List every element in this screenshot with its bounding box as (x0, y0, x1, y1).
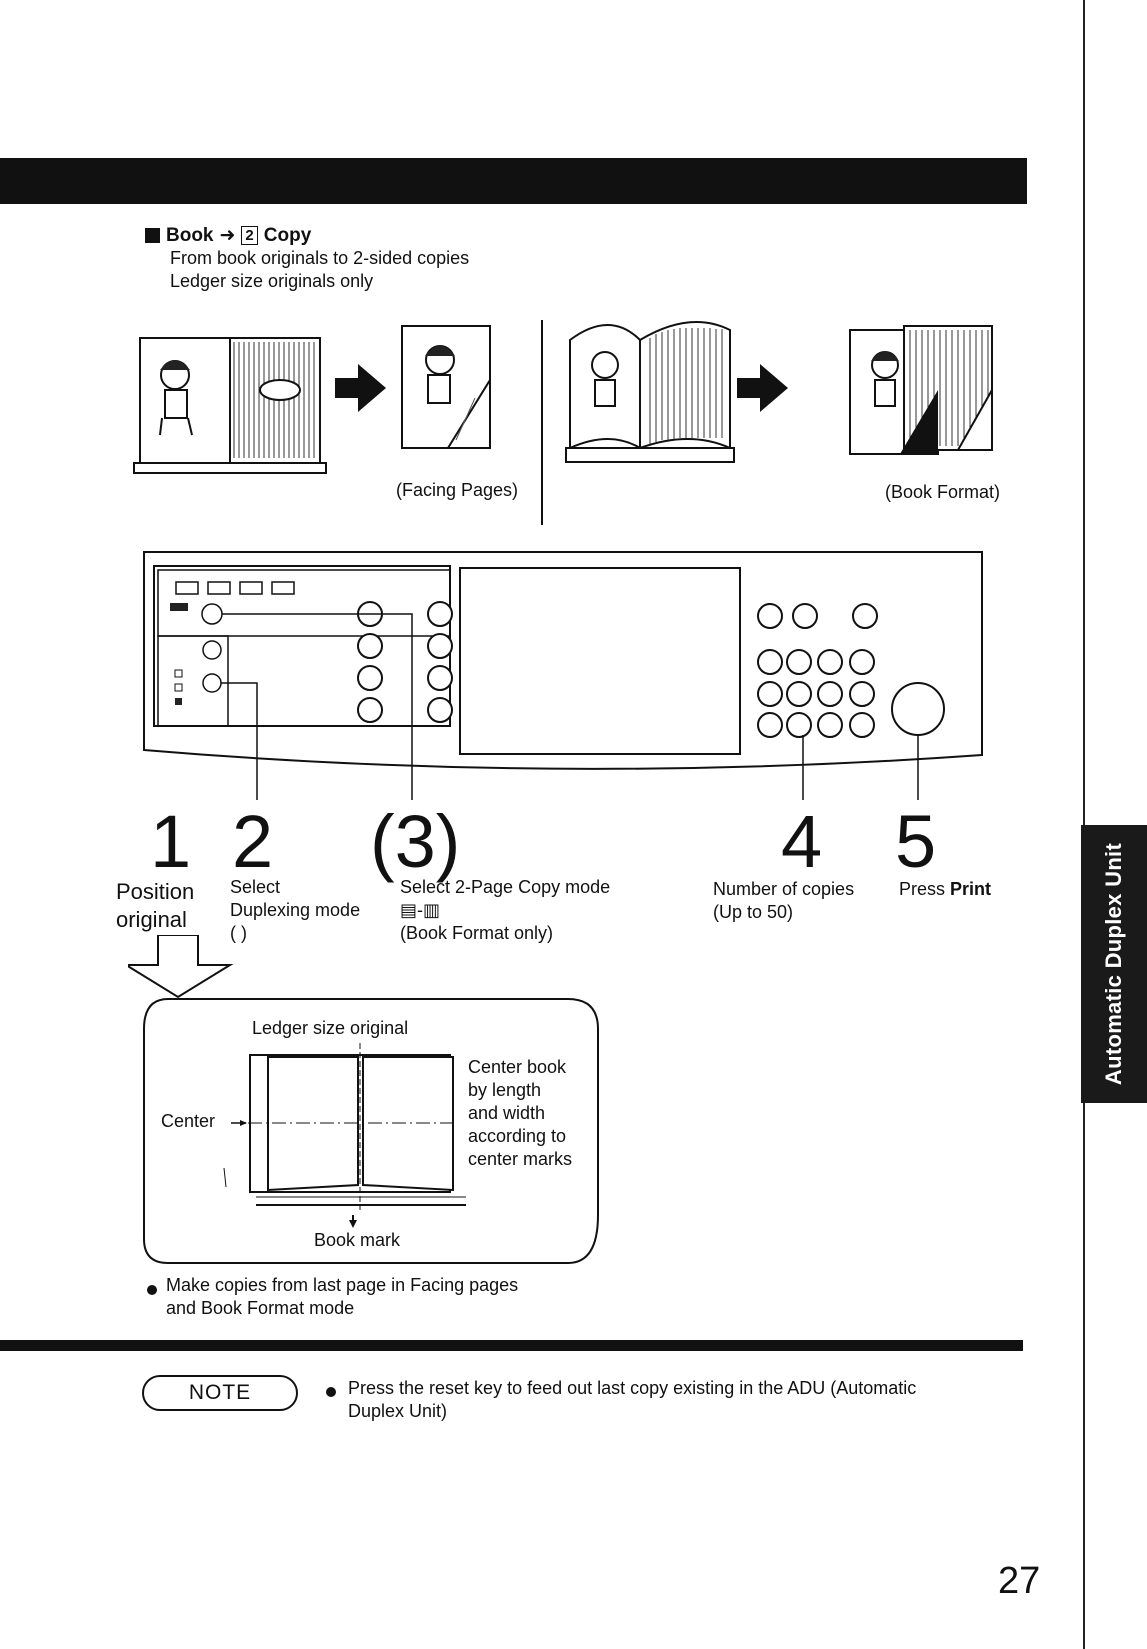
open-book-facing-illustration (133, 337, 327, 474)
right-arrow-icon (737, 364, 788, 412)
touch-display (459, 567, 741, 755)
placement-diagram (128, 935, 599, 1264)
boxed-number: 2 (241, 226, 258, 245)
center-instructions: Center book by length and width accordin… (468, 1057, 573, 1169)
page-edge-rule (1083, 0, 1085, 1649)
bullet-note: Make copies from last page in Facing pag… (166, 1275, 519, 1318)
bullet-icon (326, 1384, 336, 1402)
down-arrow-icon (128, 935, 234, 999)
right-arrow-icon (335, 364, 386, 412)
bottom-rule (0, 1340, 1023, 1351)
book-to-copy-illustration (133, 320, 993, 525)
step-5-text: Press Print (899, 879, 992, 899)
side-tab: Automatic Duplex Unit (1081, 825, 1147, 1103)
open-book-format-illustration (565, 321, 735, 463)
function-keys (357, 601, 453, 723)
duplex-key-icon (202, 673, 222, 693)
center-label: Center (161, 1111, 216, 1131)
title-suffix: Copy (263, 224, 312, 246)
step-number-5: 5 (895, 800, 937, 883)
facing-pages-caption: (Facing Pages) (396, 480, 519, 500)
step-3-text: Select 2-Page Copy mode ▤-▥ (Book Format… (400, 877, 611, 943)
step-number-2: 2 (232, 800, 274, 883)
subtitle-line-1: From book originals to 2-sided copies (170, 248, 470, 268)
arrow-icon: ➜ (219, 225, 236, 246)
step-number-3: (3) (370, 800, 461, 883)
two-page-copy-icon: ▤-▥ (400, 900, 441, 920)
book-format-caption: (Book Format) (885, 482, 1001, 502)
two-sided-copy-illustration (849, 325, 993, 455)
page-number: 27 (998, 1560, 1041, 1602)
note-label: NOTE (142, 1375, 298, 1411)
copy-sheet-illustration (401, 325, 491, 449)
placement-title: Ledger size original (252, 1018, 409, 1038)
mode-key-icons (175, 581, 295, 595)
two-page-key-icon (201, 603, 223, 625)
step-number-1: 1 (150, 800, 192, 883)
step-number-4: 4 (781, 800, 823, 883)
bullet-icon (147, 1282, 157, 1300)
print-key-icon (891, 682, 945, 736)
side-tab-label: Automatic Duplex Unit (1101, 842, 1127, 1086)
book-mark-label: Book mark (314, 1230, 401, 1250)
square-bullet-icon (145, 228, 160, 243)
control-panel-diagram (143, 551, 983, 800)
note-text: Press the reset key to feed out last cop… (348, 1378, 917, 1421)
section-header-bar (0, 158, 1027, 204)
step-4-text: Number of copies(Up to 50) (713, 879, 855, 922)
numeric-keypad (757, 603, 878, 738)
subtitle-line-2: Ledger size originals only (170, 271, 374, 291)
section-title: Book ➜ 2 Copy (145, 224, 311, 247)
title-prefix: Book (166, 224, 214, 246)
